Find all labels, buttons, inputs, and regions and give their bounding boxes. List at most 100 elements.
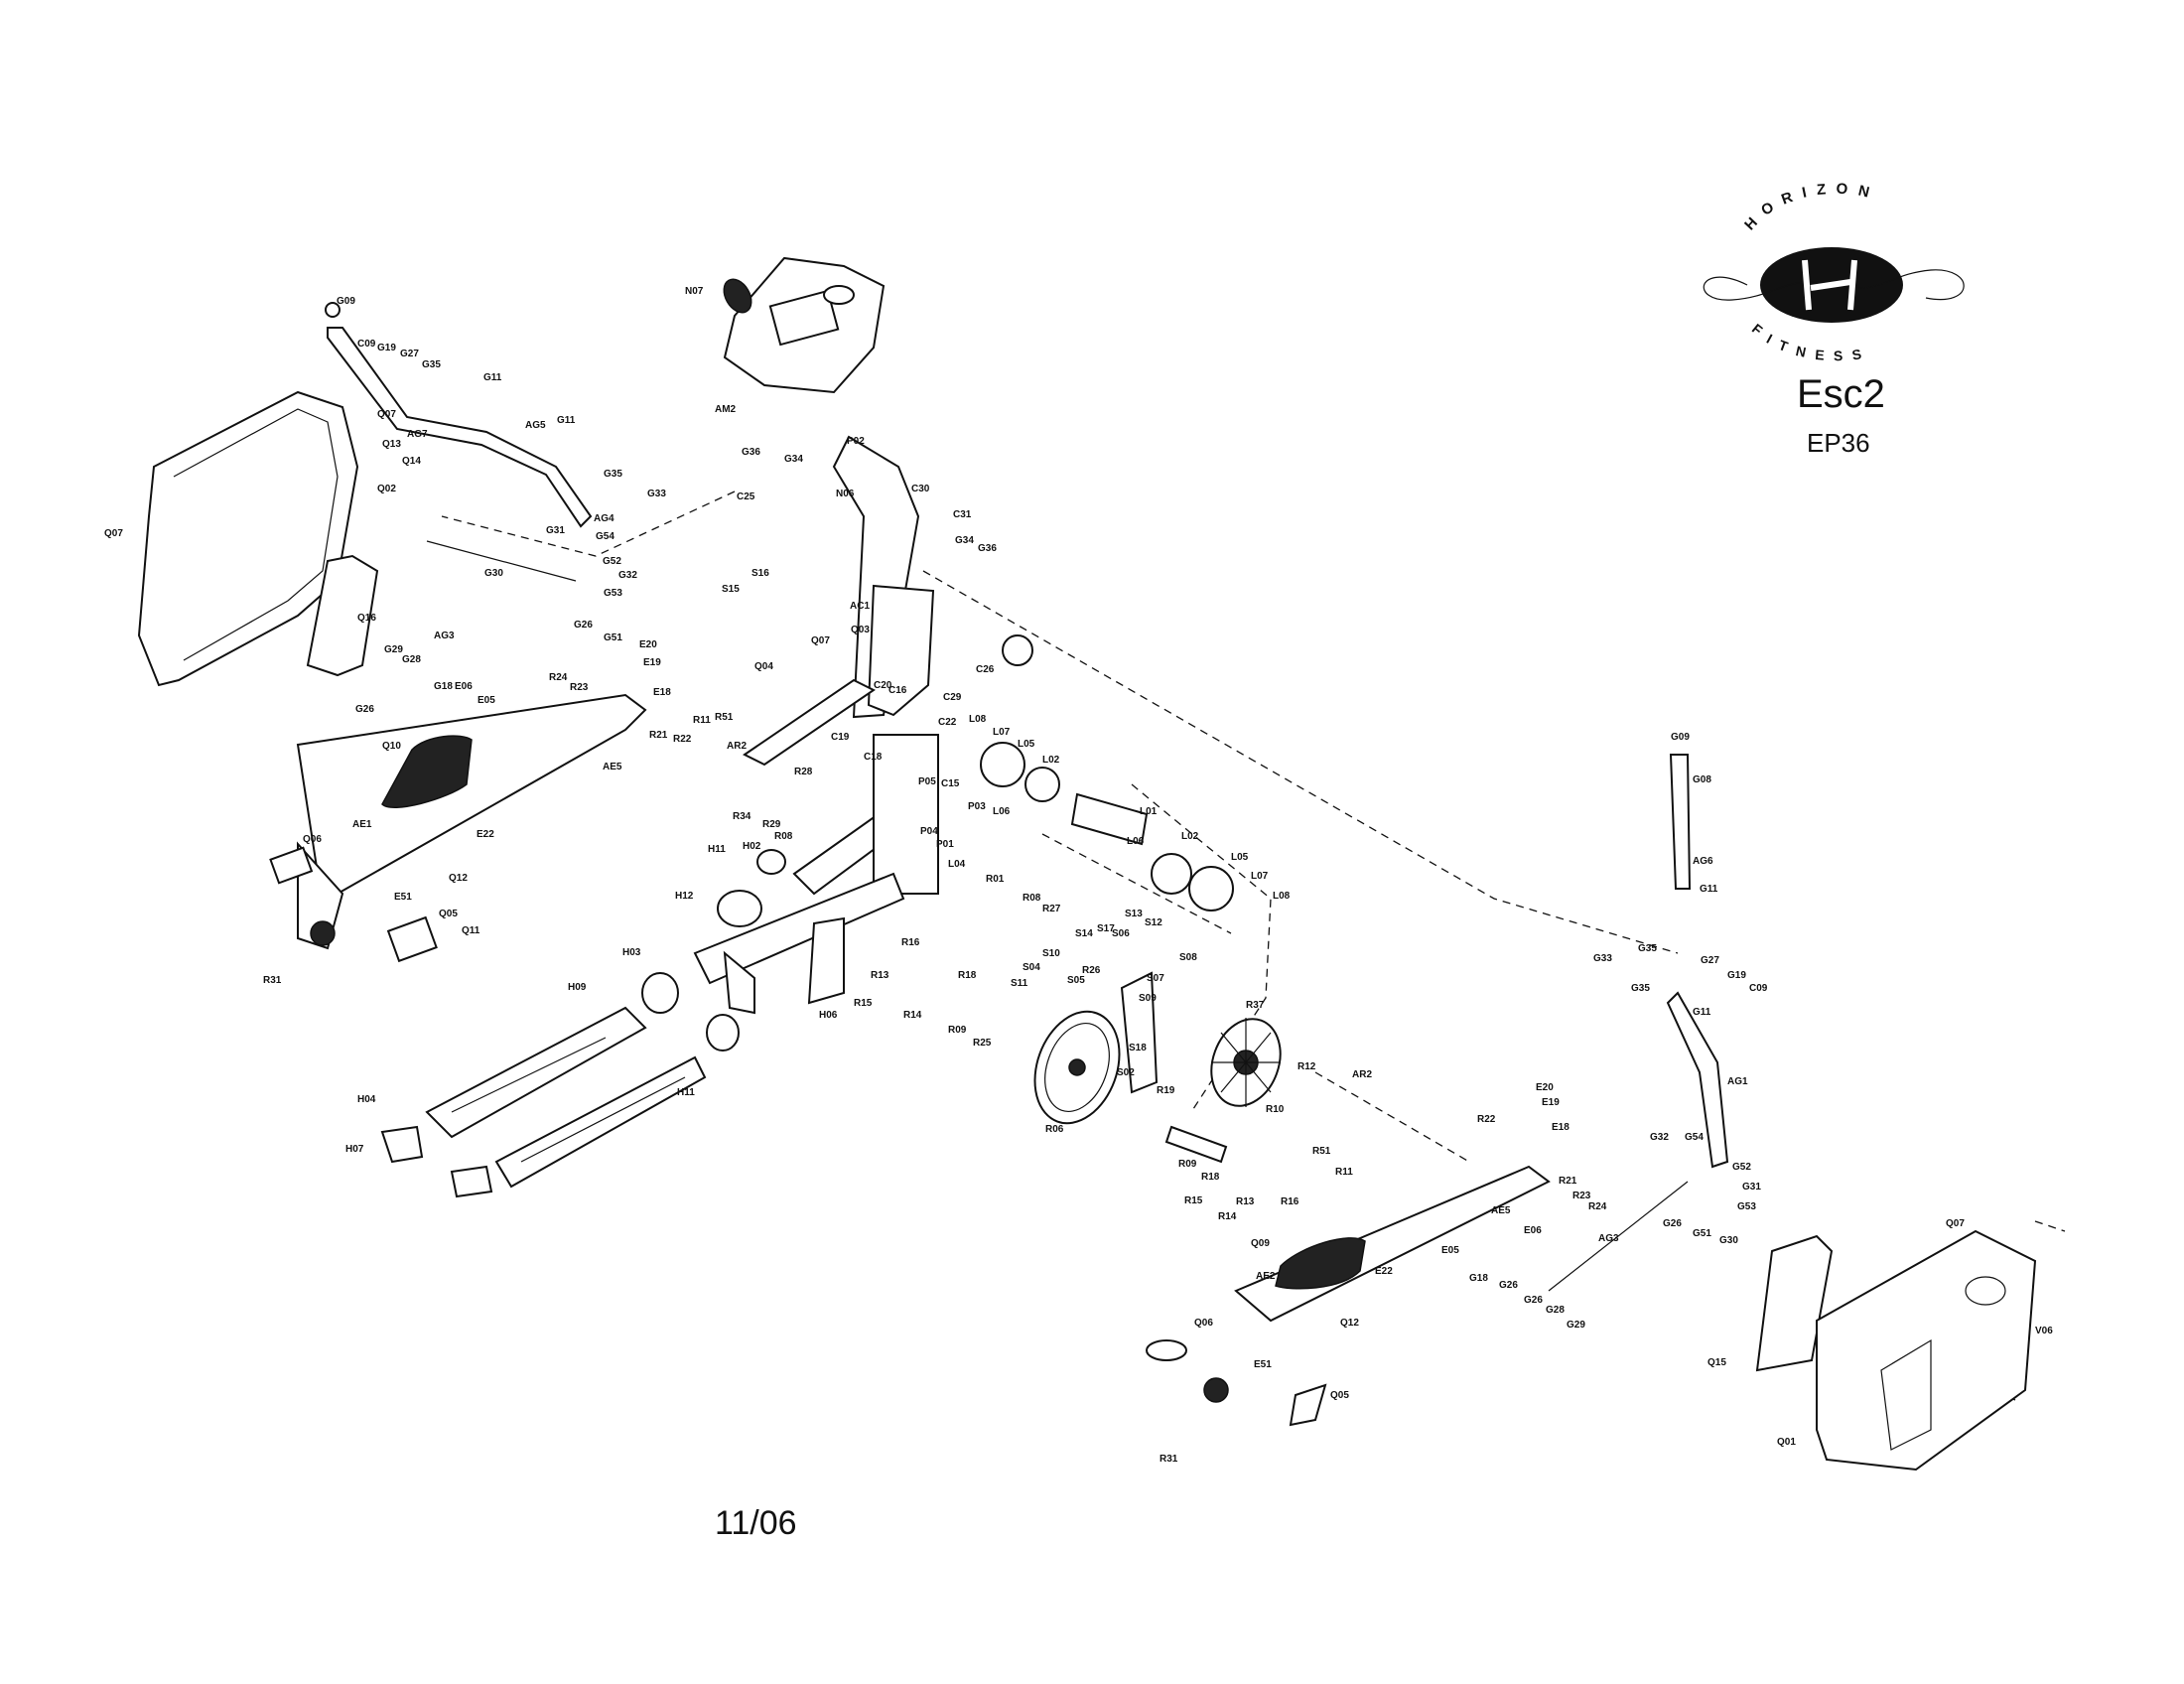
part-label: P01 — [936, 839, 954, 850]
part-label: C16 — [888, 685, 907, 696]
part-label: G28 — [1546, 1305, 1565, 1316]
part-label: H04 — [357, 1094, 376, 1105]
part-label: AR2 — [1352, 1069, 1372, 1080]
part-label: G26 — [1663, 1218, 1682, 1229]
part-label: G31 — [1742, 1182, 1761, 1193]
part-label: L06 — [993, 806, 1011, 817]
part-label: G26 — [1524, 1295, 1543, 1306]
part-label: E06 — [1524, 1225, 1542, 1236]
part-label: AG4 — [594, 513, 614, 524]
part-label: S06 — [1112, 928, 1130, 939]
part-label: AG1 — [1727, 1076, 1748, 1087]
part-label: R31 — [1160, 1454, 1178, 1465]
part-label: G28 — [402, 654, 421, 665]
part-label: C19 — [831, 732, 850, 743]
part-label: V06 — [2035, 1326, 2053, 1336]
part-label: R31 — [263, 975, 282, 986]
part-label: H03 — [622, 947, 641, 958]
part-label: G54 — [596, 531, 614, 542]
part-label: C09 — [357, 339, 376, 350]
part-label: E51 — [394, 892, 412, 903]
part-label: L08 — [1273, 891, 1291, 902]
part-label: S02 — [1117, 1067, 1135, 1078]
part-label: S17 — [1097, 923, 1115, 934]
part-label: L07 — [993, 727, 1011, 738]
part-label: Q07 — [104, 528, 123, 539]
part-label: G29 — [384, 644, 403, 655]
part-label: R22 — [673, 734, 692, 745]
part-label: Q02 — [377, 484, 396, 494]
part-label: Q05 — [439, 909, 458, 919]
part-label: E51 — [1254, 1359, 1272, 1370]
part-label: R13 — [871, 970, 889, 981]
part-label: C29 — [943, 692, 962, 703]
part-label: G09 — [1671, 732, 1690, 743]
part-label: R10 — [1266, 1104, 1285, 1115]
part-label: Q14 — [402, 456, 421, 467]
svg-text:HORIZON: HORIZON — [1741, 181, 1880, 234]
part-label: G35 — [1638, 943, 1657, 954]
part-label: R09 — [1178, 1159, 1197, 1170]
part-label: S13 — [1125, 909, 1143, 919]
part-label: G54 — [1685, 1132, 1704, 1143]
part-label: G18 — [1469, 1273, 1488, 1284]
part-label: Q12 — [1340, 1318, 1359, 1329]
part-label: R51 — [1312, 1146, 1331, 1157]
part-label: R37 — [1246, 1000, 1265, 1011]
part-label: G34 — [955, 535, 974, 546]
part-label: R08 — [774, 831, 793, 842]
part-label: P04 — [920, 826, 938, 837]
part-label: G35 — [422, 359, 441, 370]
part-label: R01 — [986, 874, 1005, 885]
svg-text:FITNESS: FITNESS — [1749, 321, 1872, 364]
part-label: R16 — [901, 937, 920, 948]
part-label: Q07 — [1946, 1218, 1965, 1229]
revision-date: 11/06 — [715, 1504, 797, 1542]
logo-bottom-text: FITNESS — [1749, 321, 1862, 364]
part-label: S15 — [722, 584, 740, 595]
part-label: Q12 — [449, 873, 468, 884]
part-label: L06 — [1127, 836, 1145, 847]
part-label: G51 — [1693, 1228, 1711, 1239]
part-label: E05 — [1441, 1245, 1459, 1256]
part-label: C30 — [911, 484, 930, 494]
part-label: R29 — [762, 819, 781, 830]
part-label: R14 — [1218, 1211, 1237, 1222]
part-label: AG5 — [525, 420, 546, 431]
part-label: R34 — [733, 811, 751, 822]
logo-top-text: HORIZON — [1741, 181, 1870, 234]
part-label: L01 — [1140, 806, 1158, 817]
part-label: Q13 — [382, 439, 401, 450]
part-label: Q07 — [377, 409, 396, 420]
part-label: C20 — [874, 680, 892, 691]
flywheel — [1033, 971, 1282, 1164]
part-label: Q09 — [1251, 1238, 1270, 1249]
part-label: G30 — [484, 568, 503, 579]
part-label: AM2 — [715, 404, 737, 415]
part-label: Q01 — [1777, 1437, 1796, 1448]
part-label: S09 — [1139, 993, 1157, 1004]
part-label: N07 — [685, 286, 704, 297]
part-label: G26 — [1499, 1280, 1518, 1291]
part-label: H06 — [819, 1010, 838, 1021]
part-label: R14 — [903, 1010, 922, 1021]
part-label: L02 — [1181, 831, 1199, 842]
part-label: G35 — [604, 469, 622, 480]
part-label: P05 — [918, 776, 936, 787]
part-label: AC1 — [850, 601, 870, 612]
left-arm-assembly — [137, 302, 647, 963]
part-label: R23 — [570, 682, 589, 693]
part-label: C09 — [1749, 983, 1768, 994]
part-label: R21 — [649, 730, 668, 741]
part-label: R15 — [854, 998, 873, 1009]
part-label: S18 — [1129, 1043, 1147, 1053]
part-label: H09 — [568, 982, 587, 993]
part-label: G11 — [1693, 1007, 1711, 1018]
part-label: AG3 — [1598, 1233, 1619, 1244]
part-label: AG6 — [1693, 856, 1713, 867]
part-label: S07 — [1147, 973, 1164, 984]
part-label: R27 — [1042, 904, 1061, 914]
part-label: G32 — [618, 570, 637, 581]
part-label: Q06 — [303, 834, 322, 845]
part-label: R25 — [973, 1038, 992, 1049]
